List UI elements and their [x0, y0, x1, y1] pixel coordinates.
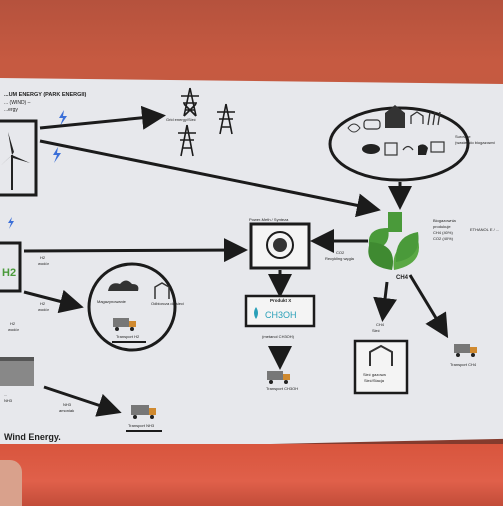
left-bottom-text-1: ...	[4, 392, 7, 397]
arrow-turbine-grid	[39, 105, 166, 130]
plant-text-3: CH4 (40%)	[433, 230, 453, 235]
audience-hand	[0, 460, 22, 506]
nh3-label-1: NH3	[63, 402, 72, 407]
lightning-icon	[59, 110, 67, 126]
product-formula: CH3OH	[265, 310, 297, 320]
nh3-label-2: amoniak	[59, 408, 74, 413]
cow-icon	[363, 119, 381, 130]
transport-nh3-label: Transport NH3	[128, 423, 155, 428]
h2-tank-box: H2	[0, 241, 22, 293]
h2-tank-label: H2	[2, 267, 16, 279]
ch4-network-label-2: Sieć	[372, 328, 380, 333]
slide-header: ...UM ENERGY (PARK ENERGII)	[4, 92, 86, 98]
arrow-h2-station	[23, 289, 84, 314]
wind-turbine-box	[0, 119, 38, 197]
h2-label-2-bottom: wodór	[38, 307, 50, 312]
arrow-plant-gasnetwork	[373, 281, 398, 322]
product-label: Produkt X	[270, 298, 291, 303]
silo-icon	[410, 111, 424, 124]
co2-label-2: Recykling węgla	[325, 256, 355, 261]
cloud-icon	[108, 280, 139, 291]
crate-icon	[430, 141, 445, 153]
ch4-network-label-1: CH4	[376, 322, 385, 327]
truck-icon	[113, 318, 129, 327]
gas-station-box	[353, 339, 409, 395]
leaf-plant-icon	[368, 212, 419, 270]
grid-label: Grid energy/Sieć	[166, 117, 196, 122]
h2-label-top: H2	[40, 255, 46, 260]
factory-icon	[154, 282, 170, 299]
h2-station-label-1: Magazynowanie	[97, 299, 127, 304]
h2-label-2-top: H2	[40, 301, 46, 306]
plant-text-2: produkuje	[433, 224, 451, 229]
left-bottom-text-2: NH3	[4, 398, 13, 403]
methanol-label: (metanol CH3OH)	[262, 334, 295, 339]
crop-icon	[427, 111, 441, 126]
h2-label-bottom: wodór	[38, 261, 50, 266]
side-label: ETHANOL E / ...	[470, 227, 499, 232]
footer-brand: Wind Energy.	[4, 432, 61, 442]
bin-icon	[384, 142, 398, 156]
lightning-icon	[53, 147, 61, 163]
arrow-nh3-transport	[43, 385, 122, 417]
tanker-icon	[131, 405, 156, 419]
plant-text-4: CO2 (40%)	[433, 236, 454, 241]
lightning-icon	[8, 217, 14, 229]
leaf-icon	[347, 123, 361, 133]
biogas-label-1: Surowce	[455, 134, 471, 139]
feedstock-ellipse	[328, 105, 470, 182]
truck-icon	[267, 371, 290, 384]
power-pylon-icon	[178, 124, 196, 157]
slide-header-sub-2: ...ergy	[4, 107, 18, 113]
synthesis-process-box	[249, 222, 311, 270]
power-pylon-icon	[217, 103, 235, 135]
reactor-icon	[266, 231, 294, 259]
h2-label-3-top: H2	[10, 321, 16, 326]
h2-label-3-bottom: wodór	[8, 327, 20, 332]
foreground-floor	[0, 444, 503, 506]
ch4-label: CH4	[396, 275, 409, 281]
co2-label-1: CO2	[336, 250, 345, 255]
pig-icon	[362, 144, 380, 154]
transport-meoh-label: Transport CH3OH	[266, 386, 298, 391]
gas-facility-icon	[369, 344, 393, 366]
plant-icon	[402, 145, 414, 151]
arrow-plant-ch4transport	[408, 274, 449, 339]
barn-icon	[385, 105, 405, 128]
arrow-h2-process	[23, 238, 248, 263]
h2-storage-circle	[87, 262, 177, 352]
nh3-container	[0, 357, 34, 386]
arrow-turbine-plant	[39, 139, 381, 218]
plant-text-1: Biogazownia	[433, 218, 456, 223]
slide-header-sub-1: ... (WIND) –	[4, 100, 31, 106]
chicken-icon	[418, 144, 428, 155]
gas-station-label-1: Sieć gazowa	[363, 372, 386, 377]
gas-station-label-2: Sieć/Stacja	[364, 378, 385, 383]
process-label: Power-Meth / Synteza	[249, 217, 289, 222]
product-box	[244, 294, 316, 328]
wind-turbine-icon	[0, 132, 30, 190]
h2-station-label-2: Odbiorcza do sieci	[151, 301, 184, 306]
biogas-label-2: (waste) do biogazowni	[455, 140, 495, 145]
transport-ch4-label: Transport CH4	[450, 362, 477, 367]
power-pylon-icon	[181, 87, 199, 117]
drop-icon	[254, 307, 258, 319]
tanker-icon	[454, 344, 477, 357]
transport-h2-label: Transport H2	[116, 334, 140, 339]
